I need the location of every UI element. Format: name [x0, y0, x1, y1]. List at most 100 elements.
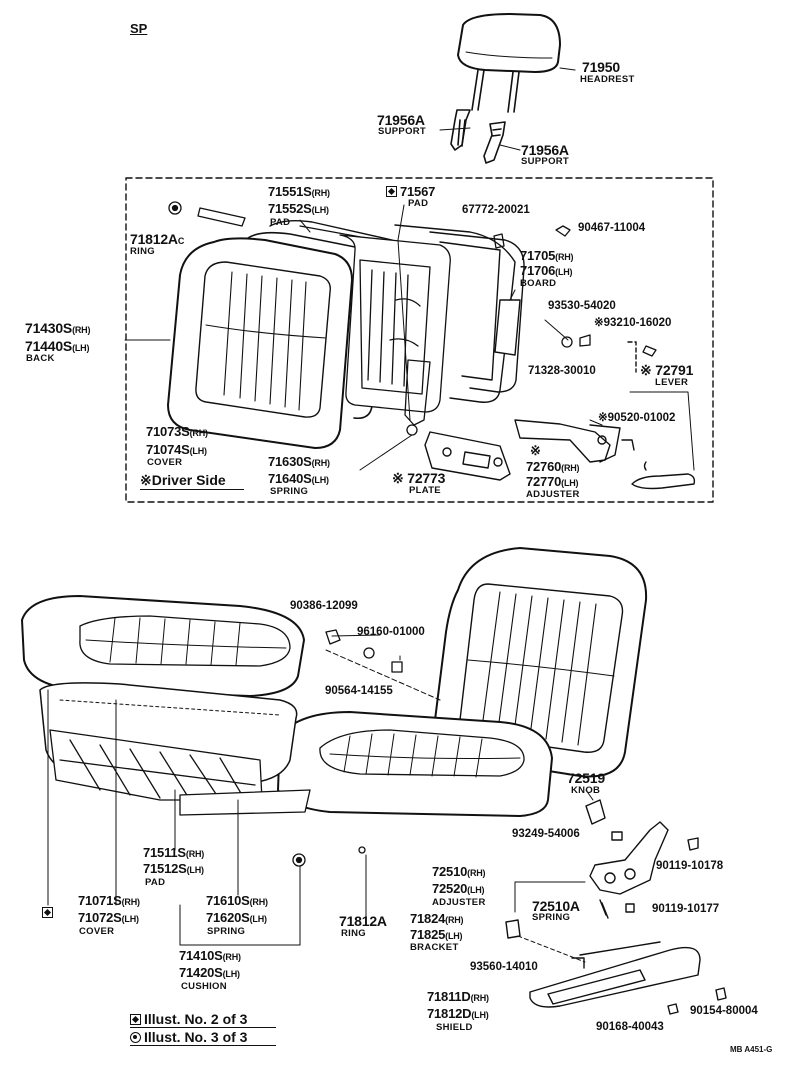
driver-side-star-icon: ※ [392, 470, 404, 486]
part-number: 71551S [268, 184, 312, 199]
rh-suffix: (RH) [311, 188, 330, 198]
small-fasteners-back [168, 201, 657, 357]
part-support-right-name: SUPPORT [521, 156, 570, 167]
part-bracket-name: BRACKET [410, 942, 459, 953]
part-cover-cushion-name: COVER [79, 926, 115, 937]
rh-suffix: (RH) [185, 849, 205, 859]
part-90467: 90467-11004 [578, 222, 646, 234]
lh-suffix: (LH) [445, 931, 463, 941]
part-pad-back-rh: 71551S(RH) [268, 185, 330, 198]
seat-back-frame-drawing [339, 234, 451, 436]
section-code: SP [130, 21, 148, 36]
part-number: 71071S [78, 893, 122, 908]
part-ring-back-number: 71812AC [130, 232, 184, 246]
cushion-cover-drawing [21, 595, 305, 697]
part-board-name: BOARD [520, 278, 557, 289]
part-number: 71074S [146, 442, 190, 457]
driver-side-star-icon: ※ [640, 362, 652, 378]
legend-text: Illust. No. 3 of 3 [144, 1029, 248, 1045]
part-spring-back-lh: 71640S(LH) [268, 472, 329, 485]
suffix-c: C [177, 236, 185, 246]
illust-2-marker-icon [386, 186, 397, 197]
legend-underline-2 [130, 1045, 276, 1046]
shield-drawing [505, 919, 727, 1015]
part-number: 72770 [526, 474, 562, 489]
part-back-lh: 71440S(LH) [25, 339, 89, 353]
legend-underline-1 [130, 1027, 276, 1028]
part-number: 71825 [410, 927, 446, 942]
part-number: 72773 [407, 470, 446, 486]
part-number: 71420S [179, 965, 223, 980]
lever-drawing [627, 341, 696, 490]
part-number: 71072S [78, 910, 122, 925]
seat-adjuster-drawing [585, 799, 699, 919]
lh-suffix: (LH) [555, 267, 573, 277]
back-adjuster-drawing [514, 419, 635, 463]
part-shield-name: SHIELD [436, 1022, 473, 1033]
lh-suffix: (LH) [189, 446, 207, 456]
part-number: 71812D [427, 1006, 472, 1021]
rh-suffix: (RH) [561, 463, 580, 473]
illust-2-marker-icon [42, 905, 56, 921]
adjuster-star-icon: ※ [530, 443, 541, 458]
part-ring-seat-name: RING [341, 928, 366, 939]
rh-suffix: (RH) [222, 952, 241, 962]
part-bracket-rh: 71824(RH) [410, 911, 464, 926]
reference-code: MB A451-G [730, 1045, 773, 1054]
part-93560: 93560-14010 [470, 961, 538, 973]
part-support-right-number: 71956A [521, 142, 569, 158]
part-number: 71430S [25, 320, 73, 336]
legend-illust-2: Illust. No. 2 of 3 [130, 1012, 247, 1026]
note-text: Driver Side [151, 472, 226, 488]
part-spring-cushion-rh: 71610S(RH) [206, 894, 268, 907]
headrest-drawing [457, 13, 561, 113]
part-ring-back-name: RING [130, 246, 155, 257]
part-pad-cushion-name: PAD [145, 877, 166, 888]
part-support-left-number: 71956A [377, 112, 425, 128]
part-90520: ※90520-01002 [598, 412, 675, 425]
part-spring-back-rh: 71630S(RH) [268, 455, 330, 468]
driver-side-star-icon: ※ [140, 472, 152, 488]
rh-suffix: (RH) [311, 458, 330, 468]
rh-suffix: (RH) [249, 897, 268, 907]
part-90119-10178: 90119-10178 [656, 860, 724, 872]
rh-suffix: (RH) [467, 868, 486, 878]
part-headrest-name: HEADREST [580, 74, 635, 85]
part-spring-back-name: SPRING [270, 486, 309, 497]
part-93210: ※93210-16020 [594, 317, 671, 330]
part-adjuster-back-rh: 72760(RH) [526, 460, 580, 473]
part-number: 71440S [25, 338, 73, 354]
driver-side-star-icon: ※ [594, 317, 604, 329]
part-adjuster-back-lh: 72770(LH) [526, 474, 579, 489]
plate-drawing [424, 431, 511, 481]
part-knob-number: 72519 [567, 770, 605, 786]
part-93249: 93249-54006 [512, 828, 580, 840]
part-support-left-name: SUPPORT [378, 126, 427, 137]
part-93530: 93530-54020 [548, 300, 616, 312]
lh-suffix: (LH) [311, 205, 329, 215]
part-pad-back-lh: 71552S(LH) [268, 202, 329, 215]
part-number: 71552S [268, 201, 312, 216]
rh-suffix: (RH) [470, 993, 489, 1003]
part-67772: 67772-20021 [462, 204, 530, 216]
part-cushion-lh: 71420S(LH) [179, 966, 240, 979]
part-bracket-lh: 71825(LH) [410, 927, 463, 942]
part-cushion-rh: 71410S(RH) [179, 949, 241, 962]
part-adjuster-back-name: ADJUSTER [526, 489, 580, 500]
part-plate-number: ※ 72773 [392, 471, 445, 485]
lh-suffix: (LH) [72, 343, 90, 353]
part-cover-back-rh: 71073S(RH) [146, 425, 208, 438]
driver-side-star-icon: ※ [598, 412, 608, 424]
part-90564: 90564-14155 [325, 685, 393, 697]
part-number: 71824 [410, 911, 446, 926]
part-pad-back-name: PAD [270, 217, 291, 228]
part-96160: 96160-01000 [357, 626, 425, 638]
part-90154: 90154-80004 [690, 1005, 758, 1017]
part-number: 71811D [427, 989, 471, 1004]
part-spring-seat-adj-number: 72510A [532, 898, 580, 914]
rh-suffix: (RH) [189, 428, 208, 438]
part-number: 71706 [520, 263, 556, 278]
part-number: 72520 [432, 881, 468, 896]
part-cover-cushion-lh: 71072S(LH) [78, 911, 139, 924]
driver-side-underline [140, 489, 244, 490]
